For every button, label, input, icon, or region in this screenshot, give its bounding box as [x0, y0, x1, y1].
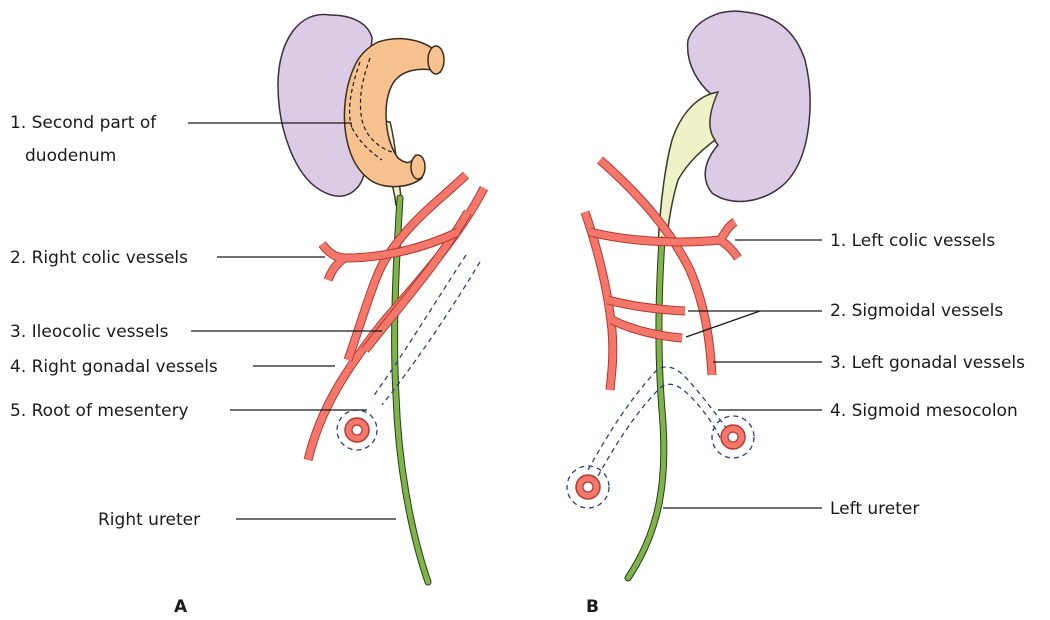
sigmoidal-leader-lower — [686, 311, 760, 337]
sigmoidal-vessel-upper-inner — [608, 300, 685, 311]
duodenum-lower-opening — [411, 155, 425, 179]
label-root-of-mesentery: 5. Root of mesentery — [10, 401, 189, 421]
label-ileocolic-vessels: 3. Ileocolic vessels — [10, 322, 169, 342]
label-left-colic-vessels: 1. Left colic vessels — [830, 231, 995, 251]
panel-a-letter: A — [174, 597, 188, 617]
panel-b: 1. Left colic vessels 2. Sigmoidal vesse… — [567, 11, 1025, 617]
label-duodenum-line1: 1. Second part of — [10, 113, 157, 133]
duodenum-second-part — [344, 39, 440, 187]
panel-b-letter: B — [586, 597, 599, 617]
label-right-gonadal-vessels: 4. Right gonadal vessels — [10, 357, 218, 377]
duodenum-upper-opening — [428, 46, 444, 74]
label-duodenum-line2: duodenum — [25, 146, 116, 166]
ileocolic-cross-section-lumen — [352, 425, 362, 435]
ileocolic-vessels — [348, 175, 466, 360]
label-left-ureter: Left ureter — [830, 499, 919, 519]
label-right-colic-vessels: 2. Right colic vessels — [10, 248, 188, 268]
ileocolic-vessels-inner — [348, 175, 466, 360]
label-right-ureter: Right ureter — [98, 510, 200, 530]
label-left-gonadal-vessels: 3. Left gonadal vessels — [830, 353, 1025, 373]
sigmoid-vessel-right-lumen — [728, 432, 738, 442]
label-sigmoid-mesocolon: 4. Sigmoid mesocolon — [830, 401, 1018, 421]
sigmoid-vessel-left-lumen — [583, 482, 593, 492]
label-sigmoidal-vessels: 2. Sigmoidal vessels — [830, 301, 1003, 321]
panel-a: 1. Second part of duodenum 2. Right coli… — [10, 14, 484, 617]
